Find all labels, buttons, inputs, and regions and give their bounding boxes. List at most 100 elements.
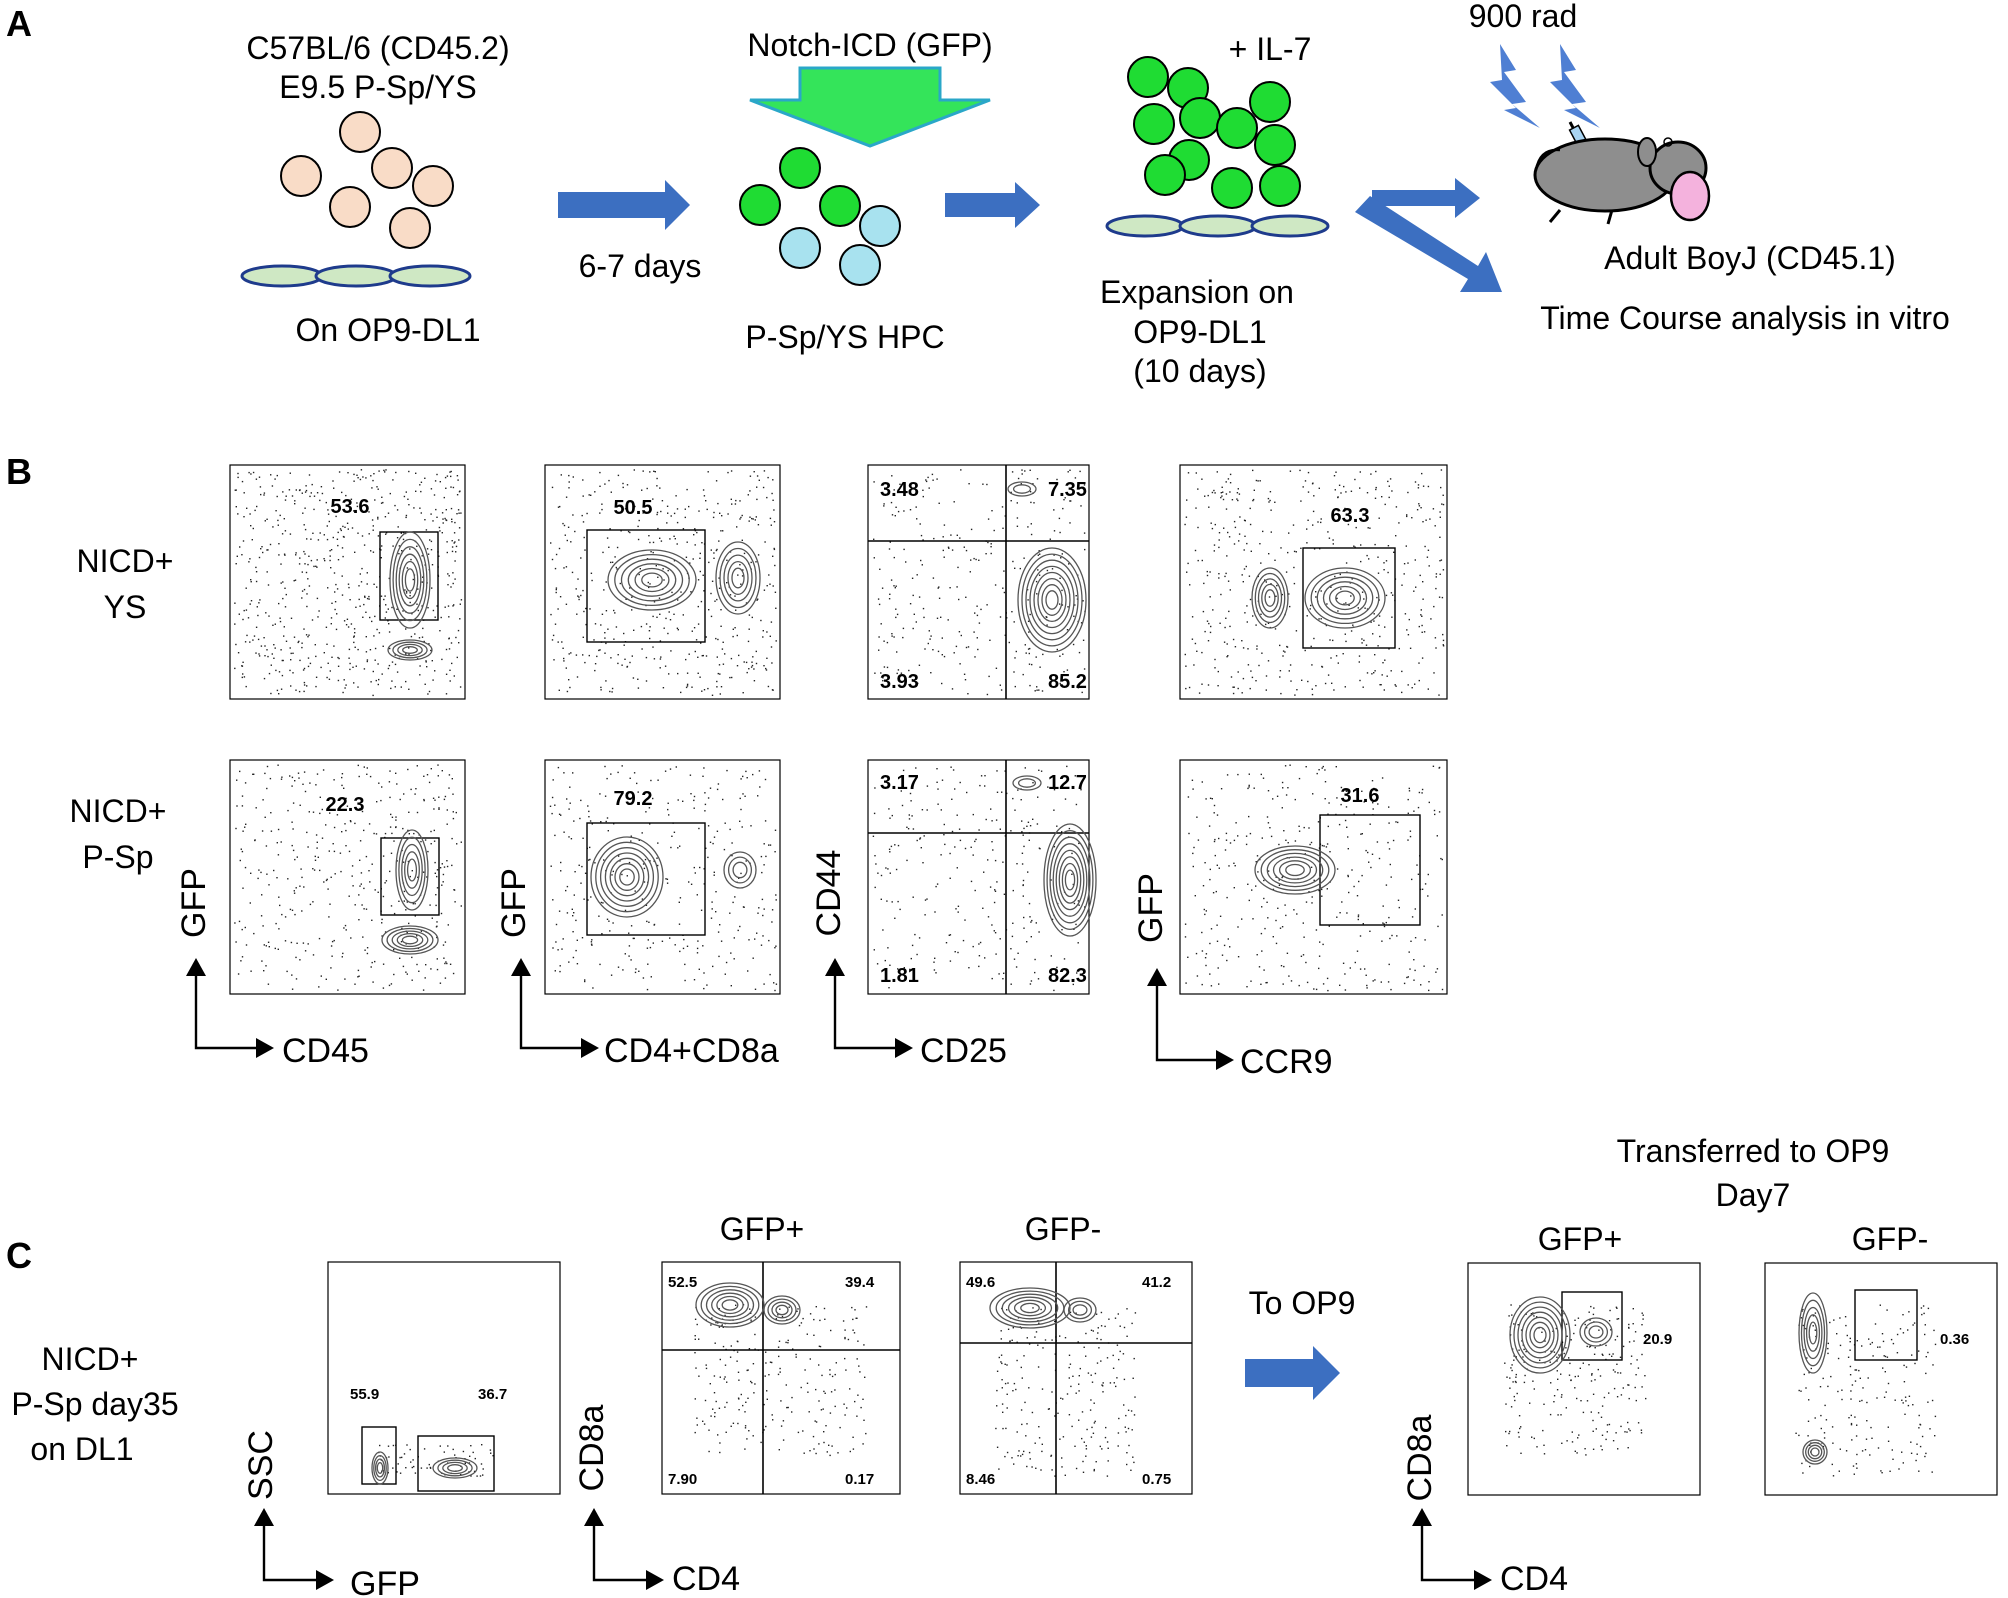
quad-value: 39.4 (845, 1274, 875, 1291)
y-axis-label: GFP (175, 868, 213, 938)
gate-value: 3.93 (880, 671, 919, 693)
gfp-pos-title: GFP+ (720, 1211, 804, 1247)
panel-label-a: A (6, 3, 32, 44)
strain-label: C57BL/6 (CD45.2) (246, 30, 509, 66)
plot-psp-cd25-cd44: 3.17 12.7 1.81 82.3 (867, 759, 1097, 995)
x-axis-label: CD4+CD8a (604, 1032, 779, 1070)
arrow-icon (945, 182, 1040, 228)
gate-value: 3.17 (880, 772, 919, 794)
transfer-neg-title: GFP- (1852, 1221, 1928, 1257)
x-axis-label: GFP (350, 1565, 420, 1598)
y-axis-label: CD8a (1401, 1414, 1439, 1501)
b-axis-1: GFP CD45 (175, 868, 369, 1070)
plot-c-ssc-gfp: 55.9 36.7 (327, 1261, 561, 1495)
gate-value: 31.6 (1341, 785, 1380, 807)
transfer-title-1: Transferred to OP9 (1617, 1133, 1890, 1169)
down-arrow-icon (749, 66, 991, 148)
row-label-ys-1: NICD+ (77, 543, 174, 579)
irradiation-label: 900 rad (1469, 0, 1578, 34)
c-axis-2: CD8a CD4 (573, 1404, 740, 1598)
plot-ys-ccr9: 63.3 (1179, 464, 1448, 700)
row-label-psp-2: P-Sp (82, 839, 153, 875)
expansion-label-3: (10 days) (1133, 353, 1266, 389)
c-axis-3: CD8a CD4 (1401, 1414, 1568, 1598)
b-axis-2: GFP CD4+CD8a (495, 868, 779, 1070)
gate-value: 85.2 (1048, 671, 1087, 693)
duration-label: 6-7 days (579, 248, 702, 284)
gate-value: 36.7 (478, 1386, 507, 1403)
stroma-layer-1 (240, 264, 472, 288)
recipient-label: Adult BoyJ (CD45.1) (1604, 240, 1896, 276)
gate-value: 1.81 (880, 965, 919, 987)
row-label-ys-2: YS (104, 589, 147, 625)
y-axis-label: SSC (242, 1430, 280, 1500)
quad-value: 8.46 (966, 1471, 995, 1488)
x-axis-label: CD25 (920, 1032, 1007, 1070)
c-row-label-3: on DL1 (30, 1431, 133, 1467)
x-axis-label: CD4 (1500, 1560, 1568, 1598)
row-label-psp-1: NICD+ (70, 793, 167, 829)
expansion-label-1: Expansion on (1100, 274, 1294, 310)
gate-value: 82.3 (1048, 965, 1087, 987)
y-axis-label: CD8a (573, 1404, 611, 1491)
hpc-label: P-Sp/YS HPC (745, 319, 944, 355)
gate-value: 63.3 (1331, 505, 1370, 527)
gate-value: 7.35 (1048, 479, 1087, 501)
plot-c-gfp-pos: 52.5 39.4 7.90 0.17 (661, 1261, 901, 1495)
gate-value: 79.2 (614, 788, 653, 810)
gate-value: 53.6 (331, 496, 370, 518)
gate-value: 22.3 (326, 794, 365, 816)
plot-ys-cd4cd8: 50.5 (544, 464, 781, 700)
plot-psp-cd45: 22.3 (229, 759, 466, 995)
arrow-icon (1245, 1346, 1340, 1400)
gate-value: 20.9 (1643, 1331, 1672, 1348)
panel-label-c: C (6, 1235, 32, 1276)
plot-c-transfer-pos: 20.9 (1467, 1262, 1701, 1496)
culture-label: On OP9-DL1 (296, 312, 481, 348)
source-label: E9.5 P-Sp/YS (279, 69, 476, 105)
expansion-label-2: OP9-DL1 (1133, 314, 1266, 350)
y-axis-label: CD44 (810, 850, 848, 937)
plot-ys-cd25-cd44: 3.48 7.35 3.93 85.2 (867, 464, 1090, 700)
mouse-icon (1533, 137, 1711, 225)
expanded-cells (1127, 56, 1301, 209)
quad-value: 7.90 (668, 1471, 697, 1488)
quad-value: 41.2 (1142, 1274, 1171, 1291)
gfp-neg-title: GFP- (1025, 1211, 1101, 1247)
gate-value: 50.5 (614, 497, 653, 519)
plot-ys-cd45: 53.6 (229, 464, 466, 700)
b-axis-3: CD44 CD25 (810, 850, 1007, 1070)
transfer-title-2: Day7 (1716, 1177, 1791, 1213)
gate-value: 12.7 (1048, 772, 1087, 794)
x-axis-label: CCR9 (1240, 1043, 1333, 1081)
quad-value: 0.17 (845, 1471, 874, 1488)
stroma-layer-2 (1105, 214, 1330, 238)
arrow-icon (558, 180, 690, 230)
x-axis-label: CD45 (282, 1032, 369, 1070)
transfer-pos-title: GFP+ (1538, 1221, 1622, 1257)
quad-value: 52.5 (668, 1274, 697, 1291)
lightning-icon (1490, 44, 1600, 128)
plot-psp-ccr9: 31.6 (1179, 759, 1448, 995)
x-axis-label: CD4 (672, 1560, 740, 1598)
plot-c-transfer-neg: 0.36 (1764, 1262, 1998, 1496)
c-row-label-1: NICD+ (42, 1341, 139, 1377)
gate-value: 55.9 (350, 1386, 379, 1403)
plot-c-gfp-neg: 49.6 41.2 8.46 0.75 (959, 1261, 1193, 1495)
cytokine-label: + IL-7 (1229, 31, 1312, 67)
c-axis-1: SSC GFP (242, 1430, 420, 1598)
y-axis-label: GFP (1132, 873, 1170, 943)
arrow-icon (1355, 196, 1502, 292)
to-op9-label: To OP9 (1249, 1285, 1356, 1321)
b-axis-4: GFP CCR9 (1132, 873, 1333, 1081)
gate-value: 0.36 (1940, 1331, 1969, 1348)
quad-value: 0.75 (1142, 1471, 1171, 1488)
plot-psp-cd4cd8: 79.2 (544, 759, 781, 995)
c-row-label-2: P-Sp day35 (11, 1386, 178, 1422)
panel-label-b: B (6, 451, 32, 492)
precursor-cells (280, 111, 454, 249)
in-vitro-label: Time Course analysis in vitro (1540, 300, 1950, 336)
arrow-icon (1372, 178, 1480, 218)
